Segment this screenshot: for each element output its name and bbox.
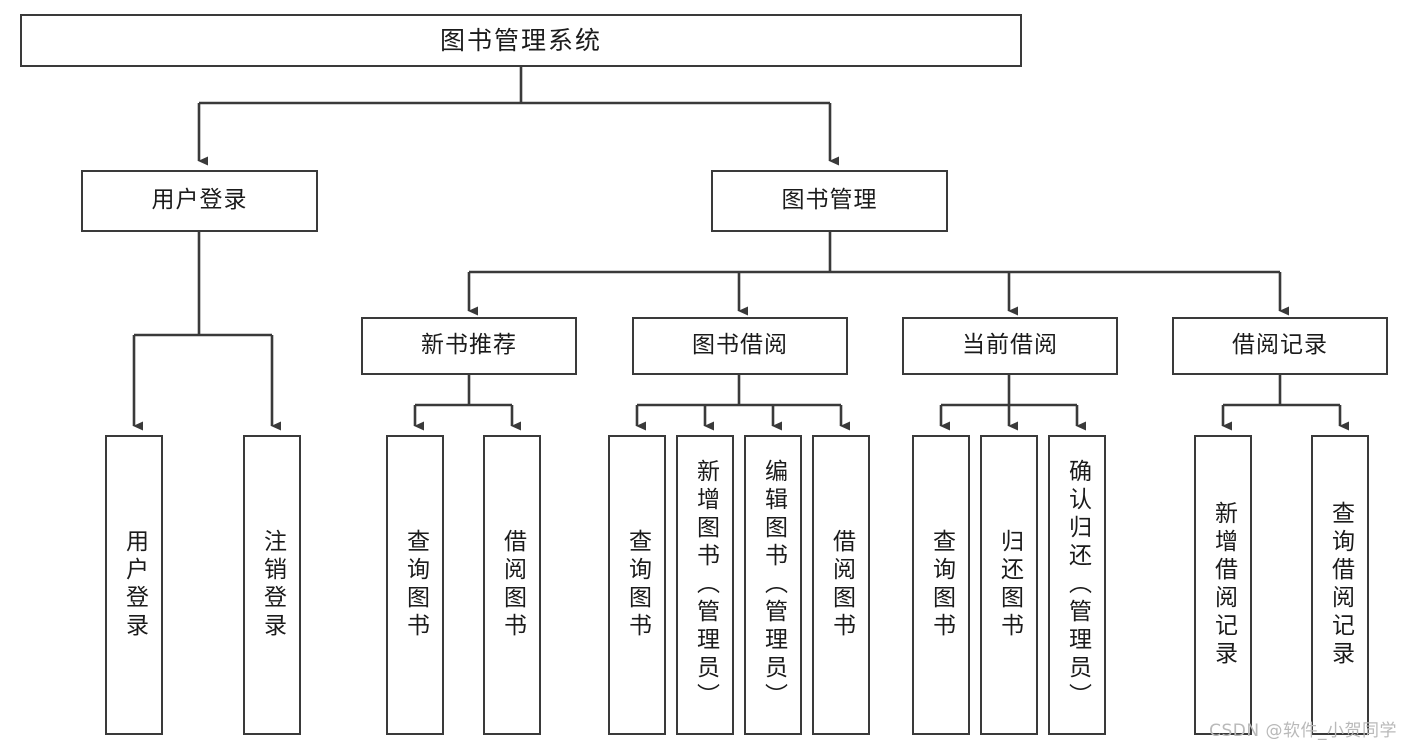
csdn-watermark: CSDN @软件_小贺同学 bbox=[1209, 721, 1397, 741]
node-root-label: 图书管理系统 bbox=[439, 25, 602, 55]
node-leaf-return-book[interactable]: 归还图书 bbox=[980, 435, 1038, 735]
node-leaf-edit-book-admin[interactable]: 编辑图书（管理员） bbox=[744, 435, 802, 735]
node-book-borrow-label: 图书借阅 bbox=[692, 332, 788, 359]
node-leaf-confirm-return-admin-label: 确认归还（管理员） bbox=[1064, 459, 1091, 711]
node-leaf-query-book-borrow-label: 查询图书 bbox=[624, 529, 651, 641]
node-root-book-management-system[interactable]: 图书管理系统 bbox=[20, 14, 1022, 67]
node-leaf-add-borrow-record-label: 新增借阅记录 bbox=[1210, 501, 1237, 669]
node-leaf-return-book-label: 归还图书 bbox=[996, 529, 1023, 641]
node-leaf-add-book-admin[interactable]: 新增图书（管理员） bbox=[676, 435, 734, 735]
node-leaf-borrow-book-recommend-label: 借阅图书 bbox=[499, 529, 526, 641]
node-leaf-query-book-borrow[interactable]: 查询图书 bbox=[608, 435, 666, 735]
node-leaf-borrow-book[interactable]: 借阅图书 bbox=[812, 435, 870, 735]
node-new-book-recommend[interactable]: 新书推荐 bbox=[361, 317, 577, 375]
node-leaf-query-borrow-record[interactable]: 查询借阅记录 bbox=[1311, 435, 1369, 735]
node-leaf-edit-book-admin-label: 编辑图书（管理员） bbox=[760, 459, 787, 711]
node-leaf-query-book-current-label: 查询图书 bbox=[928, 529, 955, 641]
node-user-login[interactable]: 用户登录 bbox=[81, 170, 318, 232]
node-leaf-query-book-recommend[interactable]: 查询图书 bbox=[386, 435, 444, 735]
node-new-book-recommend-label: 新书推荐 bbox=[421, 332, 517, 359]
node-leaf-borrow-book-recommend[interactable]: 借阅图书 bbox=[483, 435, 541, 735]
node-current-borrow[interactable]: 当前借阅 bbox=[902, 317, 1118, 375]
node-book-management-label: 图书管理 bbox=[781, 187, 878, 214]
node-leaf-logout[interactable]: 注销登录 bbox=[243, 435, 301, 735]
node-book-management[interactable]: 图书管理 bbox=[711, 170, 948, 232]
node-leaf-borrow-book-label: 借阅图书 bbox=[828, 529, 855, 641]
node-leaf-confirm-return-admin[interactable]: 确认归还（管理员） bbox=[1048, 435, 1106, 735]
node-borrow-record-label: 借阅记录 bbox=[1232, 332, 1328, 359]
node-user-login-label: 用户登录 bbox=[151, 187, 248, 214]
node-leaf-query-book-recommend-label: 查询图书 bbox=[402, 529, 429, 641]
node-borrow-record[interactable]: 借阅记录 bbox=[1172, 317, 1388, 375]
node-book-borrow[interactable]: 图书借阅 bbox=[632, 317, 848, 375]
node-leaf-query-book-current[interactable]: 查询图书 bbox=[912, 435, 970, 735]
node-leaf-query-borrow-record-label: 查询借阅记录 bbox=[1327, 501, 1354, 669]
node-leaf-logout-label: 注销登录 bbox=[259, 529, 286, 641]
node-leaf-user-login-label: 用户登录 bbox=[121, 529, 148, 641]
node-leaf-add-book-admin-label: 新增图书（管理员） bbox=[692, 459, 719, 711]
node-current-borrow-label: 当前借阅 bbox=[962, 332, 1058, 359]
node-leaf-user-login[interactable]: 用户登录 bbox=[105, 435, 163, 735]
node-leaf-add-borrow-record[interactable]: 新增借阅记录 bbox=[1194, 435, 1252, 735]
